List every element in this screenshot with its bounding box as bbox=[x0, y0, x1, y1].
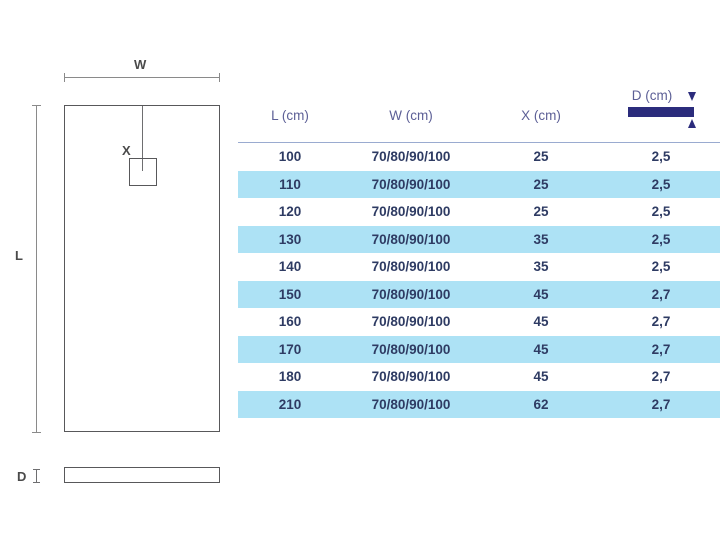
cell-drain-offset: 25 bbox=[533, 204, 549, 220]
cell-width: 70/80/90/100 bbox=[371, 231, 451, 247]
table-header: L (cm) W (cm) X (cm) D (cm) bbox=[238, 88, 720, 143]
specification-table: L (cm) W (cm) X (cm) D (cm) 100 70/80/90/… bbox=[238, 88, 720, 418]
drain-center-line bbox=[142, 106, 144, 171]
depth-bar-icon bbox=[628, 107, 694, 117]
cell-length: 100 bbox=[278, 149, 302, 165]
depth-dimension-label: D bbox=[17, 469, 27, 484]
cell-drain-offset: 62 bbox=[533, 396, 549, 412]
shower-tray-profile-outline bbox=[64, 467, 220, 483]
depth-dimension-tick-icon bbox=[33, 468, 40, 483]
drain-offset-label: X bbox=[122, 143, 132, 158]
cell-length: 170 bbox=[278, 341, 302, 357]
table-row: 170 70/80/90/100 45 2,7 bbox=[238, 335, 720, 363]
width-dimension-tick-right bbox=[219, 73, 220, 82]
cell-width: 70/80/90/100 bbox=[371, 341, 451, 357]
cell-length: 150 bbox=[278, 286, 302, 302]
cell-depth: 2,5 bbox=[651, 204, 671, 220]
cell-length: 140 bbox=[278, 259, 302, 275]
width-dimension-label: W bbox=[134, 57, 147, 72]
table-row: 130 70/80/90/100 35 2,5 bbox=[238, 225, 720, 253]
cell-length: 110 bbox=[279, 176, 301, 192]
cell-depth: 2,7 bbox=[651, 396, 671, 412]
cell-drain-offset: 25 bbox=[533, 149, 549, 165]
arrow-down-icon bbox=[688, 92, 696, 101]
cell-depth: 2,5 bbox=[651, 149, 671, 165]
cell-length: 210 bbox=[278, 396, 302, 412]
cell-drain-offset: 45 bbox=[533, 369, 549, 385]
table-row: 180 70/80/90/100 45 2,7 bbox=[238, 363, 720, 391]
width-dimension-tick-left bbox=[64, 73, 65, 82]
table-row: 120 70/80/90/100 25 2,5 bbox=[238, 198, 720, 226]
technical-drawing: W L X D bbox=[0, 0, 238, 540]
arrow-up-icon bbox=[688, 119, 696, 128]
cell-width: 70/80/90/100 bbox=[371, 369, 451, 385]
cell-depth: 2,7 bbox=[651, 369, 671, 385]
cell-drain-offset: 45 bbox=[533, 341, 549, 357]
column-header-width: W (cm) bbox=[389, 107, 433, 123]
cell-depth: 2,5 bbox=[651, 259, 671, 275]
table-row: 160 70/80/90/100 45 2,7 bbox=[238, 308, 720, 336]
length-dimension-tick-bottom bbox=[32, 432, 41, 433]
cell-width: 70/80/90/100 bbox=[371, 259, 451, 275]
cell-depth: 2,7 bbox=[651, 314, 671, 330]
cell-length: 130 bbox=[278, 231, 302, 247]
column-header-length: L (cm) bbox=[271, 107, 309, 123]
cell-length: 160 bbox=[278, 314, 302, 330]
length-dimension-tick-top bbox=[32, 105, 41, 106]
table-row: 110 70/80/90/100 25 2,5 bbox=[238, 170, 720, 198]
cell-length: 120 bbox=[278, 204, 302, 220]
width-dimension-line bbox=[64, 77, 220, 78]
cell-drain-offset: 45 bbox=[533, 314, 549, 330]
cell-width: 70/80/90/100 bbox=[371, 286, 451, 302]
cell-depth: 2,5 bbox=[651, 231, 671, 247]
length-dimension-label: L bbox=[15, 248, 24, 263]
cell-width: 70/80/90/100 bbox=[371, 314, 451, 330]
specification-table-container: L (cm) W (cm) X (cm) D (cm) 100 70/80/90/… bbox=[238, 88, 720, 418]
cell-depth: 2,7 bbox=[651, 286, 671, 302]
table-body: 100 70/80/90/100 25 2,5 110 70/80/90/100 25 2,5… bbox=[238, 142, 720, 418]
column-header-drain-offset: X (cm) bbox=[521, 107, 561, 123]
table-row: 140 70/80/90/100 35 2,5 bbox=[238, 253, 720, 281]
table-row: 210 70/80/90/100 62 2,7 bbox=[238, 390, 720, 418]
cell-width: 70/80/90/100 bbox=[371, 204, 451, 220]
table-row: 100 70/80/90/100 25 2,5 bbox=[238, 142, 720, 171]
cell-width: 70/80/90/100 bbox=[371, 176, 451, 192]
cell-width: 70/80/90/100 bbox=[371, 149, 451, 165]
cell-length: 180 bbox=[278, 369, 302, 385]
length-dimension-line bbox=[36, 105, 37, 432]
cell-depth: 2,5 bbox=[651, 176, 671, 192]
cell-drain-offset: 35 bbox=[533, 231, 549, 247]
cell-width: 70/80/90/100 bbox=[371, 396, 451, 412]
column-header-depth: D (cm) bbox=[602, 88, 720, 143]
column-header-depth-label: D (cm) bbox=[631, 88, 673, 103]
cell-depth: 2,7 bbox=[651, 341, 671, 357]
drain-square-outline bbox=[129, 158, 157, 186]
cell-drain-offset: 25 bbox=[533, 176, 549, 192]
cell-drain-offset: 45 bbox=[533, 286, 549, 302]
cell-drain-offset: 35 bbox=[533, 259, 549, 275]
table-row: 150 70/80/90/100 45 2,7 bbox=[238, 280, 720, 308]
